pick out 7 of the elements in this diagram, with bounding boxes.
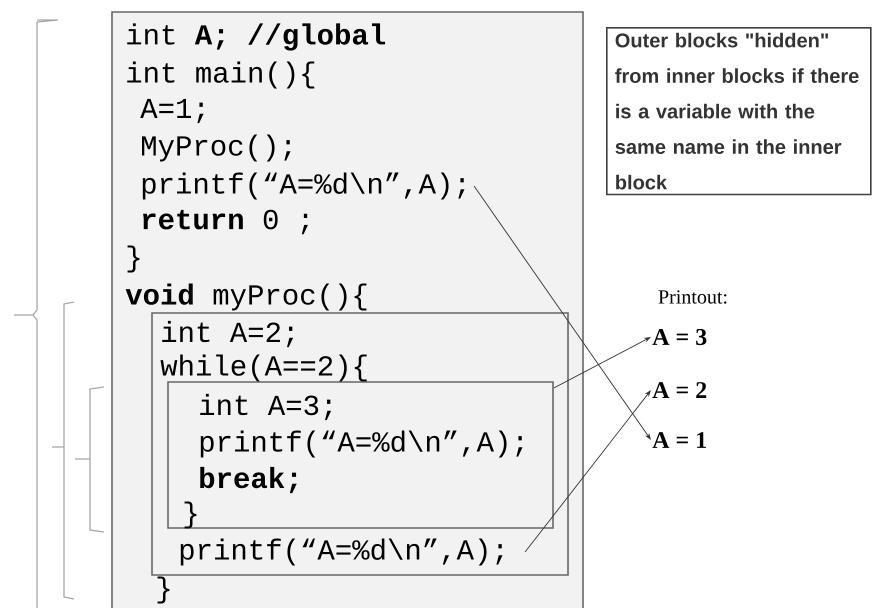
code-line: printf(“A=%d\n”,A); [180,538,503,566]
output-line: A = 1 [652,432,706,448]
heading: Printout: [658,290,726,304]
output-line: A = 2 [652,382,706,398]
note-box: Outer blocks "hidden" from inner blocks if there is a variable with the same name in the inner block [606,27,872,196]
code-line: printf(“A=%d\n”,A); [142,172,465,200]
output-line: A = 3 [652,328,706,346]
